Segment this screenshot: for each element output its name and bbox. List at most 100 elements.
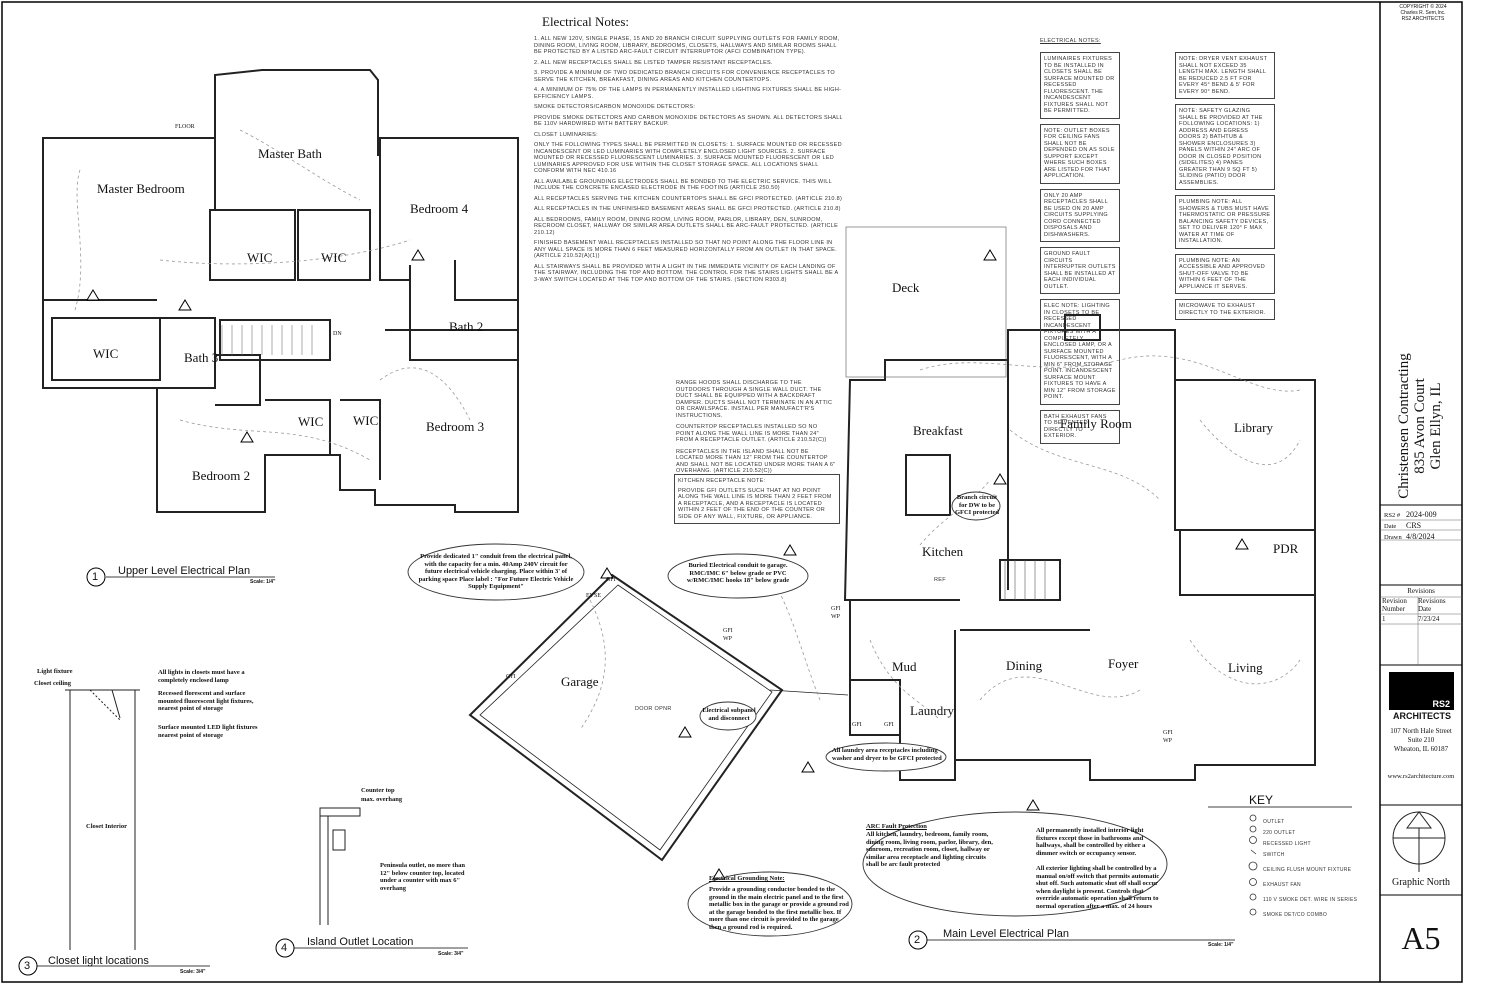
key-switch: SWITCH (1263, 852, 1285, 858)
note-item: CLOSET LUMINARIES: (534, 131, 598, 138)
light-fixture-label: Light fixture (37, 668, 73, 675)
firm-name: ARCHITECTS (1393, 711, 1451, 721)
wp-label: WP (1163, 738, 1172, 744)
gfi-label: GFI (606, 577, 616, 583)
room-label: Master Bath (258, 146, 322, 161)
date-label: Date (1384, 523, 1397, 530)
room-label: Bath 2 (449, 319, 484, 334)
key-list: OUTLET 220 OUTLET RECESSED LIGHT SWITCH … (1263, 815, 1357, 923)
job-number: 2024-009 (1406, 510, 1437, 519)
note-item: ALL RECEPTACLES SERVING THE KITCHEN COUN… (534, 195, 843, 202)
exterior-lighting-note: All exterior lighting shall be controlle… (1036, 865, 1160, 910)
max-overhang-label: max. overhang (361, 796, 403, 803)
copyright-line: COPYRIGHT © 2024 (1399, 4, 1447, 10)
right-note: GROUND FAULT CIRCUITS INTERRUPTER OUTLET… (1040, 247, 1120, 294)
copyright-block: COPYRIGHT © 2024 Charles R. Sern,Inc. RS… (1386, 4, 1460, 22)
note-item: 1. ALL NEW 120V, SINGLE PHASE, 15 AND 20… (534, 36, 840, 55)
revision-date-header: Revisions Date (1418, 597, 1446, 613)
right-note: BATH EXHAUST FANS TO BE VENTED DIRECTLY … (1040, 409, 1120, 444)
key-title: KEY (1249, 793, 1274, 807)
copyright-firm: RS2 ARCHITECTS (1401, 16, 1445, 22)
closet-interior-label: Closet Interior (86, 823, 127, 830)
gfi-label: GFI (506, 674, 516, 680)
right-note: PLUMBING NOTE: AN ACCESSIBLE AND APPROVE… (1175, 253, 1275, 294)
revision-date: 7/23/24 (1418, 615, 1440, 623)
right-note: ELEC NOTE: LIGHTING IN CLOSETS TO BE REC… (1040, 299, 1120, 405)
detail-number: 3 (24, 960, 31, 972)
copyright-owner: Charles R. Sern,Inc. (1400, 10, 1446, 16)
note-item: ALL RECEPTACLES IN THE UNFINISHED BASEME… (534, 206, 841, 212)
right-notes-col1: LUMINAIRES FIXTURES TO BE INSTALLED IN C… (1040, 52, 1120, 444)
plan-title: Main Level Electrical Plan (943, 928, 1069, 940)
closet-ceiling-label: Closet ceiling (34, 680, 72, 687)
job-label: RS2 # (1384, 512, 1401, 519)
range-note: RECEPTACLES IN THE ISLAND SHALL NOT BE L… (676, 448, 836, 475)
dw-branch-callout: Branch circuit for DW to be GFCI protect… (954, 494, 1000, 516)
room-label: Deck (892, 280, 920, 295)
right-note: NOTE: SAFETY GLAZING SHALL BE PROVIDED A… (1175, 104, 1275, 190)
project-info-block: Christensen Contracting 835 Avon Court G… (1380, 330, 1462, 500)
revision-number: 1 (1382, 615, 1386, 623)
firm-logo: RS2 (1389, 672, 1454, 710)
note-item: 3. PROVIDE A MINIMUM OF TWO DEDICATED BR… (534, 70, 835, 83)
plan-number: 2 (914, 934, 921, 946)
room-label: Breakfast (913, 423, 963, 438)
logo-text: RS2 (1432, 699, 1450, 709)
note-item: ALL BEDROOMS, FAMILY ROOM, DINING ROOM, … (534, 216, 839, 236)
key-220-outlet: 220 OUTLET (1263, 830, 1296, 836)
room-label: WIC (298, 414, 324, 429)
room-label: Library (1234, 420, 1273, 435)
room-label: Kitchen (922, 544, 964, 559)
right-note: LUMINAIRES FIXTURES TO BE INSTALLED IN C… (1040, 52, 1120, 119)
note-item: FINISHED BASEMENT WALL RECEPTACLES INSTA… (534, 240, 837, 259)
recessed-fluorescent-note: Recessed florescent and surface mounted … (158, 690, 254, 712)
peninsula-outlet-note: Peninsula outlet, no more than 12" below… (380, 862, 465, 892)
note-item: ALL STAIRWAYS SHALL BE PROVIDED WITH A L… (534, 263, 839, 283)
enclosed-lamp-note: All lights in closets must have a comple… (158, 669, 245, 684)
room-label: Bedroom 4 (410, 201, 469, 216)
room-label: Mud (892, 659, 917, 674)
evse-label: EVSE (586, 593, 601, 599)
gfi-label: GFI (852, 722, 862, 728)
plan-scale: Scale: 1/4" (250, 579, 276, 585)
revision-number-header: Revision Number (1382, 597, 1407, 613)
key-outlet: OUTLET (1263, 819, 1285, 825)
room-label: Bedroom 2 (192, 468, 251, 483)
note-item: PROVIDE SMOKE DETECTORS AND CARBON MONOX… (534, 114, 843, 128)
project-city: Glen Ellyn, IL (1428, 382, 1444, 470)
arc-fault-title: ARC Fault Protection (866, 823, 927, 830)
room-label: Bedroom 3 (426, 419, 485, 434)
stair-dn-label: DN (333, 331, 342, 337)
room-label: Bath 3 (184, 350, 219, 365)
detail-title: Closet light locations (48, 955, 149, 967)
wp-label: WP (723, 636, 732, 642)
grounding-body: Provide a grounding conductor bonded to … (709, 886, 849, 931)
gfi-label: GFI (1163, 730, 1173, 736)
note-item: ALL AVAILABLE GROUNDING ELECTRODES SHALL… (534, 178, 832, 192)
firm-website[interactable]: www.rs2architecture.com (1387, 773, 1455, 780)
project-address: 835 Avon Court (1412, 378, 1428, 474)
revisions-title: Revisions (1407, 587, 1435, 595)
right-note: NOTE: OUTLET BOXES FOR CEILING FANS SHAL… (1040, 123, 1120, 184)
gfi-label: GFI (723, 628, 733, 634)
room-label: Laundry (910, 703, 955, 718)
room-label: PDR (1273, 541, 1299, 556)
right-note: ONLY 20 AMP RECEPTACLES SHALL BE USED ON… (1040, 188, 1120, 242)
plan-number: 1 (92, 571, 99, 583)
firm-street: 107 North Hale Street (1390, 727, 1452, 735)
gfi-label: GFI (884, 722, 894, 728)
room-label: WIC (353, 413, 379, 428)
firm-city: Wheaton, IL 60187 (1393, 745, 1449, 753)
sheet-number: A5 (1401, 920, 1441, 956)
laundry-callout: All laundry area receptacles including w… (832, 747, 942, 762)
right-notes-title: ELECTRICAL NOTES: (1040, 38, 1101, 44)
room-label: WIC (247, 250, 273, 265)
kitchen-note-title: KITCHEN RECEPTACLE NOTE: (678, 478, 766, 484)
note-item: 2. ALL NEW RECEPTACLES SHALL BE LISTED T… (534, 59, 773, 66)
plan-scale: Scale: 1/4" (1208, 942, 1234, 948)
key-ceiling-fixture: CEILING FLUSH MOUNT FIXTURE (1263, 867, 1352, 873)
firm-suite: Suite 210 (1407, 736, 1435, 744)
note-item: ONLY THE FOLLOWING TYPES SHALL BE PERMIT… (534, 142, 842, 174)
